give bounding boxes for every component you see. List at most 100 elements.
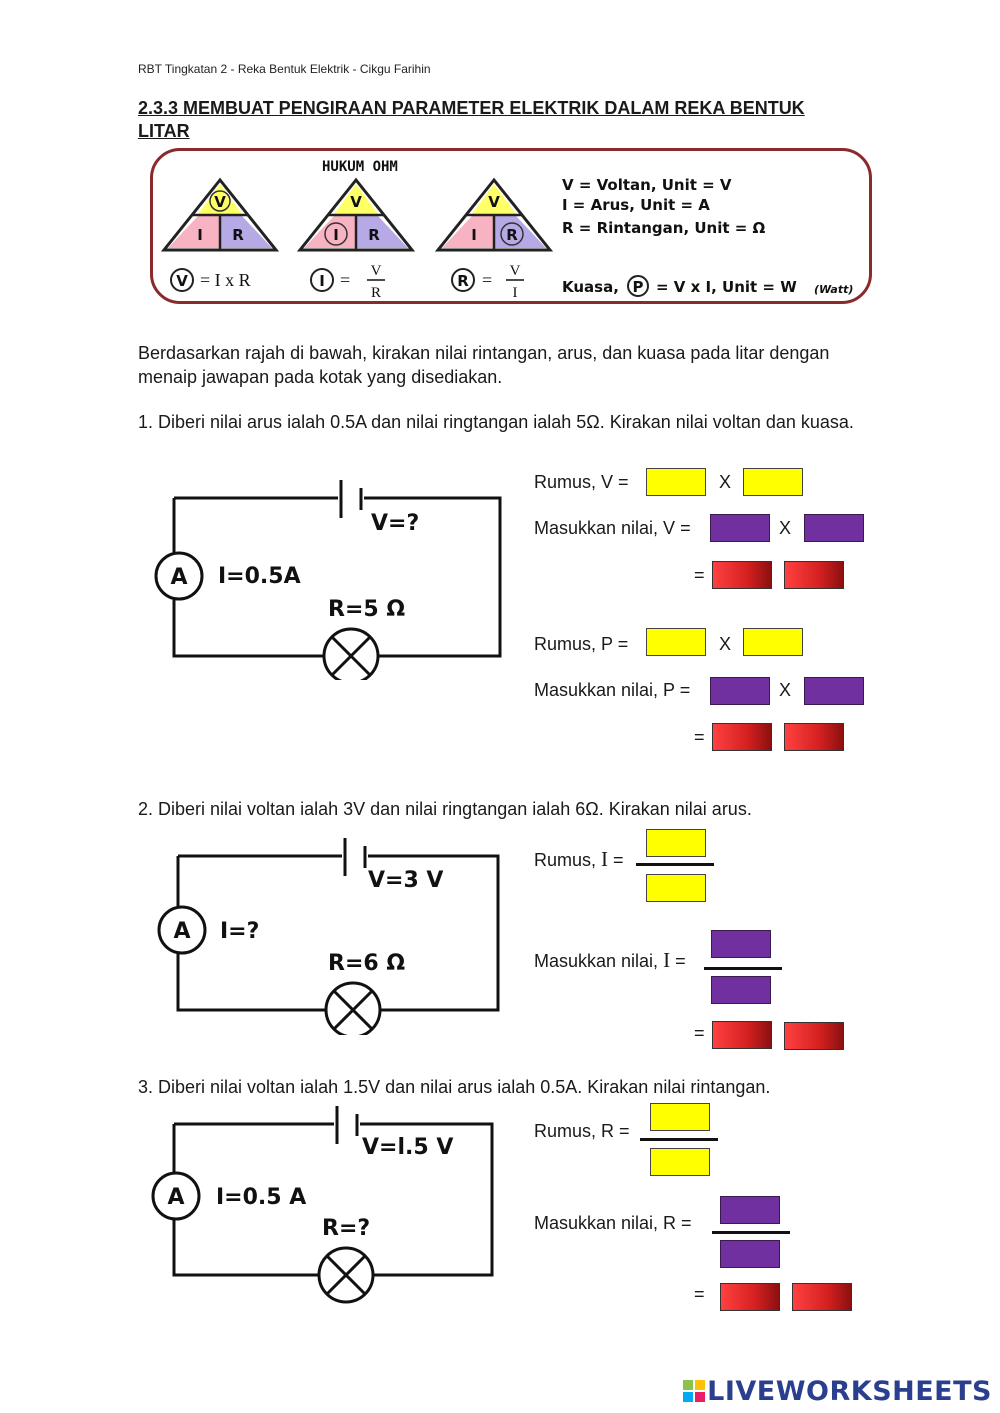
svg-text:P: P [633,278,644,296]
ammeter-icon [154,551,204,601]
triangle-r-top: V [488,193,500,211]
svg-text:I: I [319,272,325,290]
q1-rumus-v-label: Rumus, V = [534,472,629,492]
svg-text:A: A [173,919,190,944]
q1-answer-p-unit[interactable] [784,723,844,751]
svg-text:A: A [167,1185,184,1210]
page-title: 2.3.3 MEMBUAT PENGIRAAN PARAMETER ELEKTR… [138,98,805,141]
q1-rumus-p-input-1[interactable] [646,628,706,656]
q2-masukkan-fraction-bar [704,967,782,970]
q3-masukkan-label: Masukkan nilai, R = [534,1213,692,1233]
q3-rumus-numerator[interactable] [650,1103,710,1131]
triangle-i-left: I [333,226,339,244]
ohm-heading: HUKUM OHM [322,159,398,175]
q2-rumus-fraction-bar [636,863,714,866]
circuit-2-current: I=? [220,919,259,944]
q2-answer-value[interactable] [712,1021,772,1049]
legend-arus: I = Arus, Unit = A [562,196,710,214]
q3-rumus-label: Rumus, R = [534,1121,630,1141]
svg-text:(Watt): (Watt) [814,283,853,296]
q3-rumus-fraction-bar [640,1138,718,1141]
page-header: RBT Tingkatan 2 - Reka Bentuk Elektrik -… [138,62,431,76]
q3-answer-unit[interactable] [792,1283,852,1311]
legend-voltan: V = Voltan, Unit = V [562,176,732,194]
q3-masukkan-fraction-bar [712,1231,790,1234]
circuit-3-resistance: R=? [322,1216,370,1241]
q1-times-2: X [779,518,792,538]
svg-text:= I x R: = I x R [200,270,251,290]
q1-times-3: X [719,634,732,654]
q1-times-1: X [719,472,732,492]
q1-masukkan-v-input-2[interactable] [804,514,864,542]
svg-text:I: I [513,285,518,301]
triangle-r-left: I [471,226,477,244]
question-1-text: 1. Diberi nilai arus ialah 0.5A dan nila… [138,412,854,432]
svg-text:V: V [510,263,521,279]
circuit-1-resistance: R=5 Ω [328,597,405,622]
svg-text:= V x I, Unit = W: = V x I, Unit = W [656,278,797,296]
legend-rintangan: R = Rintangan, Unit = Ω [562,219,766,237]
q2-masukkan-denominator[interactable] [711,976,771,1004]
triangle-v-top: V [214,193,226,211]
liveworksheets-logo-icon [683,1380,706,1402]
q1-masukkan-p-input-1[interactable] [710,677,770,705]
q1-rumus-v-input-1[interactable] [646,468,706,496]
formula-v: V = I x R [170,268,251,292]
svg-text:Kuasa,: Kuasa, [562,278,619,296]
ammeter-icon [157,905,207,955]
svg-text:R: R [457,272,469,290]
circuit-3-voltage: V=l.5 V [362,1135,453,1160]
triangle-i-top: V [350,193,362,211]
q2-masukkan-numerator[interactable] [711,930,771,958]
formula-r: R = V I [451,263,524,301]
q3-masukkan-denominator[interactable] [720,1240,780,1268]
q3-rumus-denominator[interactable] [650,1148,710,1176]
circuit-2: A V=3 V I=? R=6 Ω [157,838,500,1035]
q2-rumus-denominator[interactable] [646,874,706,902]
circuit-1-current: I=0.5A [218,564,301,589]
q2-rumus-numerator[interactable] [646,829,706,857]
svg-text:V: V [176,272,188,290]
q1-equals-2: = [694,727,705,747]
ohm-triangle-v: V I R [160,177,280,252]
q2-rumus-label: Rumus, I = [534,847,624,871]
ohm-triangle-i: V I R [296,177,416,252]
svg-text:A: A [170,565,187,590]
svg-text:R: R [371,285,381,301]
q1-answer-v-value[interactable] [712,561,772,589]
circuit-2-resistance: R=6 Ω [328,951,405,976]
svg-text:=: = [340,270,350,290]
q1-answer-v-unit[interactable] [784,561,844,589]
formula-i: I = V R [310,263,385,301]
q2-masukkan-label: Masukkan nilai, I = [534,948,686,972]
q1-times-4: X [779,680,792,700]
q3-answer-value[interactable] [720,1283,780,1311]
q1-masukkan-p-label: Masukkan nilai, P = [534,680,691,700]
q1-rumus-p-input-2[interactable] [743,628,803,656]
q1-rumus-v-input-2[interactable] [743,468,803,496]
svg-text:=: = [482,270,492,290]
circuit-1: A V=? I=0.5A R=5 Ω [154,480,502,680]
q1-masukkan-p-input-2[interactable] [804,677,864,705]
intro-text: Berdasarkan rajah di bawah, kirakan nila… [138,343,830,387]
q1-masukkan-v-input-1[interactable] [710,514,770,542]
q1-rumus-p-label: Rumus, P = [534,634,629,654]
ohm-law-diagram: HUKUM OHM V I R V I R V I R [160,159,853,301]
q1-answer-p-value[interactable] [712,723,772,751]
power-formula: Kuasa, P = V x I, Unit = W (Watt) [562,275,853,297]
triangle-v-left: I [197,226,203,244]
liveworksheets-logo[interactable]: LIVEWORKSHEETS [683,1376,992,1407]
q3-masukkan-numerator[interactable] [720,1196,780,1224]
triangle-r-right: R [506,226,518,244]
ammeter-icon [151,1171,201,1221]
q2-equals: = [694,1023,705,1043]
circuit-3: A V=l.5 V I=0.5 A R=? [151,1106,494,1304]
triangle-v-right: R [232,226,244,244]
question-2-text: 2. Diberi nilai voltan ialah 3V dan nila… [138,799,752,819]
q2-answer-unit[interactable] [784,1022,844,1050]
liveworksheets-logo-text: LIVEWORKSHEETS [707,1376,992,1407]
q1-equals-1: = [694,565,705,585]
circuit-2-voltage: V=3 V [368,868,443,893]
ohm-law-panel [150,148,872,304]
triangle-i-right: R [368,226,380,244]
